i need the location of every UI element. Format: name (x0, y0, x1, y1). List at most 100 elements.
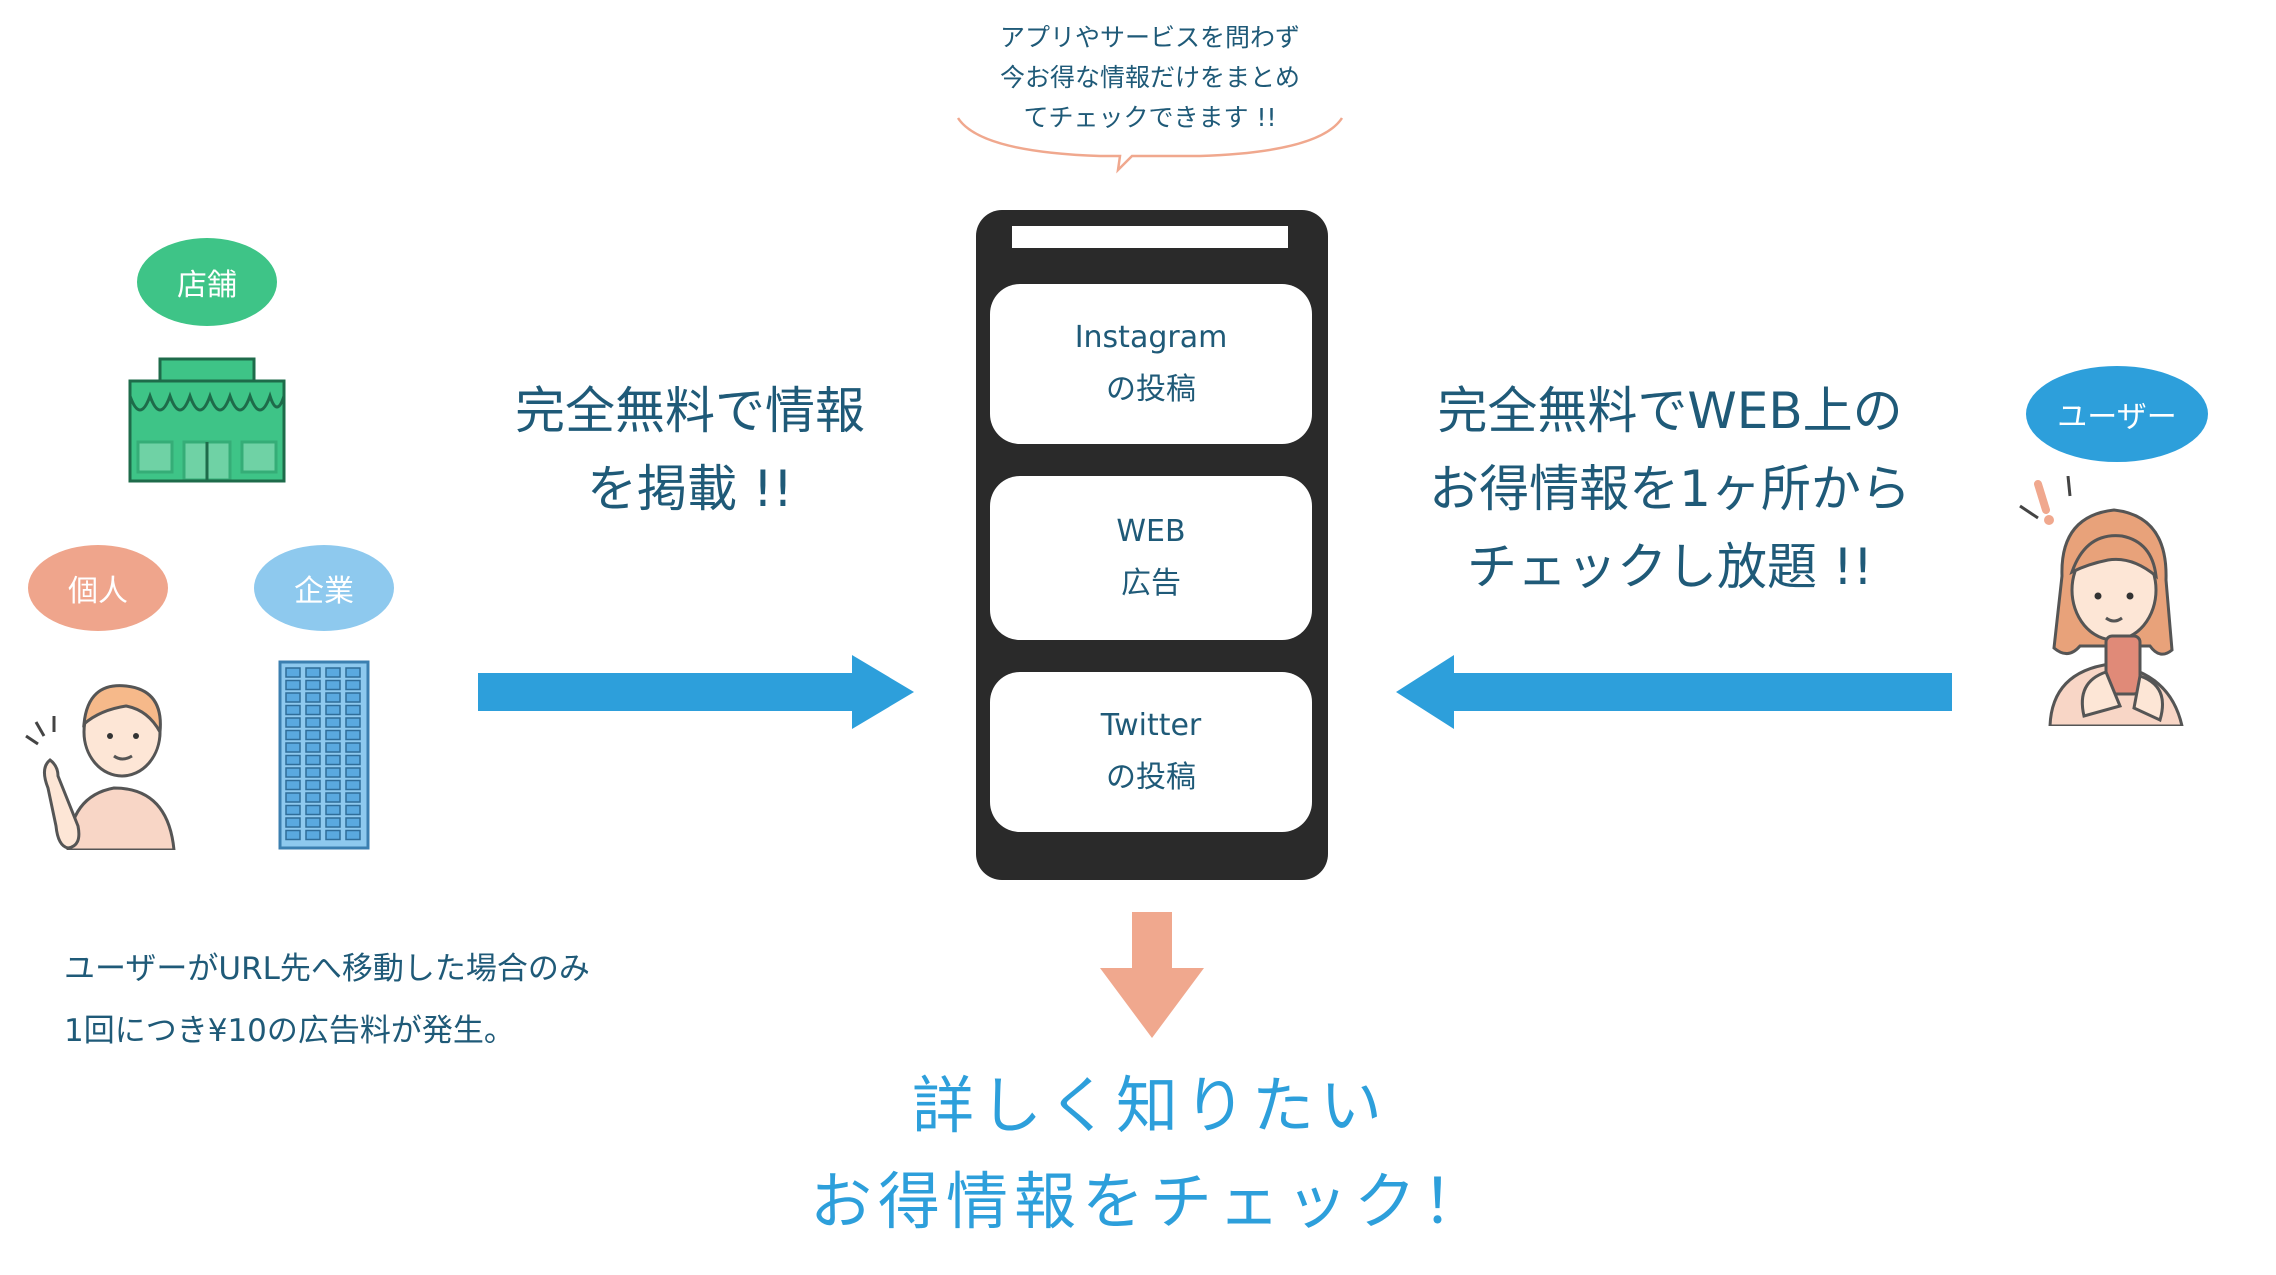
man-pointing-icon (25, 684, 176, 850)
right-main-line-2: お得情報を1ヶ所から (1429, 460, 1911, 518)
company-badge-label: 企業 (294, 574, 354, 609)
store-badge-label: 店舗 (177, 268, 237, 303)
building-window (305, 717, 321, 728)
building-window (285, 667, 301, 678)
note-line-2: 1回につき¥10の広告料が発生。 (64, 1013, 515, 1049)
building-window (305, 817, 321, 828)
right-main-text: 完全無料でWEB上の お得情報を1ヶ所から チェックし放題 !! (1370, 372, 1970, 606)
left-main-line-2: を掲載 !! (587, 460, 793, 518)
building-window (325, 829, 341, 841)
right-main-line-1: 完全無料でWEB上の (1437, 382, 1903, 440)
arrow-left (1396, 655, 1952, 729)
user-badge: ユーザー (2026, 366, 2208, 462)
woman-with-phone-icon (2019, 476, 2184, 726)
building-window (325, 742, 341, 753)
speech-bubble: アプリやサービスを問わず 今お得な情報だけをまとめ てチェックできます !! (950, 18, 1350, 138)
building-window (305, 704, 321, 716)
building-window (345, 767, 361, 778)
building-window (285, 729, 301, 741)
card-instagram-line-2: の投稿 (1106, 372, 1196, 407)
building-window (305, 742, 321, 753)
building-window (305, 692, 321, 703)
speech-bubble-tail (956, 117, 1344, 174)
building-window (305, 667, 321, 678)
right-main-line-3: チェックし放題 !! (1467, 538, 1873, 596)
building-window (305, 754, 321, 766)
building-window (285, 792, 301, 803)
speech-line-1: アプリやサービスを問わず (999, 23, 1300, 52)
building-window (325, 804, 341, 816)
building-window (325, 729, 341, 741)
building-window (305, 804, 321, 816)
building-window (345, 829, 361, 841)
building-window (305, 679, 321, 691)
building-window (305, 767, 321, 778)
building-window (285, 829, 301, 841)
building-window (285, 679, 301, 691)
building-window (325, 704, 341, 716)
building-window (285, 779, 301, 791)
card-twitter-line-1: Twitter (1100, 708, 1202, 743)
building-window (325, 667, 341, 678)
office-building-icon (278, 660, 370, 850)
building-window (325, 754, 341, 766)
building-window (305, 779, 321, 791)
bottom-title: 詳しく知りたい お得情報をチェック！ (700, 1058, 1600, 1250)
building-window (345, 742, 361, 753)
building-window (325, 692, 341, 703)
building-window (285, 817, 301, 828)
card-twitter: Twitter の投稿 (990, 672, 1312, 832)
building-window (345, 804, 361, 816)
arrow-down (1100, 912, 1204, 1038)
building-window (325, 779, 341, 791)
building-window (345, 692, 361, 703)
building-window (325, 792, 341, 803)
building-window (285, 767, 301, 778)
speech-line-3: てチェックできます !! (1023, 103, 1277, 132)
card-web: WEB 広告 (990, 476, 1312, 640)
note-line-1: ユーザーがURL先へ移動した場合のみ (64, 951, 590, 987)
building-window (345, 729, 361, 741)
left-main-line-1: 完全無料で情報 (515, 382, 865, 440)
store-badge: 店舗 (137, 238, 277, 326)
building-window (305, 829, 321, 841)
building-window (285, 704, 301, 716)
storefront-icon (128, 357, 286, 483)
building-window (345, 754, 361, 766)
card-instagram-line-1: Instagram (1074, 320, 1228, 355)
card-twitter-line-2: の投稿 (1106, 760, 1196, 795)
card-web-line-1: WEB (1116, 514, 1186, 549)
ad-fee-note: ユーザーがURL先へ移動した場合のみ 1回につき¥10の広告料が発生。 (64, 938, 784, 1062)
building-window (345, 717, 361, 728)
building-window (305, 729, 321, 741)
bottom-title-line-2: お得情報をチェック！ (809, 1165, 1490, 1238)
card-web-line-2: 広告 (1121, 566, 1181, 601)
card-instagram: Instagram の投稿 (990, 284, 1312, 444)
building-window (325, 679, 341, 691)
building-window (345, 779, 361, 791)
building-window (345, 679, 361, 691)
smartphone: Instagram の投稿 WEB 広告 Twitter の投稿 (976, 210, 1328, 880)
building-window (285, 804, 301, 816)
building-window (345, 667, 361, 678)
phone-status-bar (1012, 226, 1288, 248)
building-window (305, 792, 321, 803)
building-window (285, 742, 301, 753)
bottom-title-line-1: 詳しく知りたい (911, 1069, 1388, 1142)
company-badge: 企業 (254, 545, 394, 631)
building-window (285, 754, 301, 766)
building-window (345, 704, 361, 716)
individual-badge: 個人 (28, 545, 168, 631)
speech-line-2: 今お得な情報だけをまとめ (999, 63, 1300, 92)
left-main-text: 完全無料で情報 を掲載 !! (450, 372, 930, 528)
user-badge-label: ユーザー (2057, 400, 2177, 435)
building-window (325, 767, 341, 778)
building-window (345, 792, 361, 803)
building-window (325, 717, 341, 728)
arrow-right (478, 655, 914, 729)
building-window (325, 817, 341, 828)
individual-badge-label: 個人 (68, 574, 128, 609)
building-window (285, 717, 301, 728)
building-window (285, 692, 301, 703)
building-window (345, 817, 361, 828)
